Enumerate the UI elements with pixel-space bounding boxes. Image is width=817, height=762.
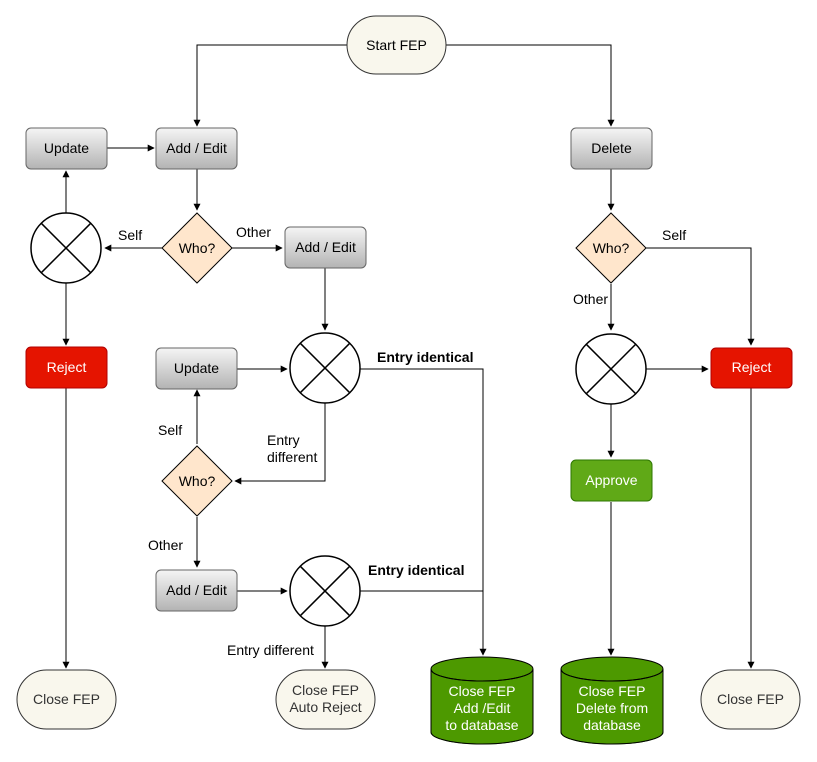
reject-node-left: Reject — [25, 346, 108, 389]
reject-node-right: Reject — [710, 347, 793, 389]
merge-circle-right — [575, 333, 647, 405]
add-edit-top-label: Add / Edit — [166, 140, 227, 156]
who-decision-right: Who? — [575, 212, 647, 284]
middle-self-label: Self — [158, 422, 182, 438]
left-other-label: Other — [236, 224, 271, 240]
db-del-label-3: database — [583, 717, 641, 733]
reject-right-label: Reject — [732, 359, 772, 375]
approve-node: Approve — [570, 459, 653, 502]
start-label: Start FEP — [366, 37, 427, 53]
update-top-label: Update — [44, 140, 89, 156]
db-add-label-1: Close FEP — [449, 683, 516, 699]
who-decision-top: Who? — [161, 212, 233, 284]
add-edit-process-2: Add / Edit — [155, 569, 238, 612]
who-top-label: Who? — [179, 240, 216, 256]
right-other-label: Other — [573, 291, 608, 307]
who-decision-middle: Who? — [161, 445, 233, 517]
merge-circle-middle-1 — [289, 332, 361, 404]
db-add-label-3: to database — [445, 717, 518, 733]
db-add-label-2: Add /Edit — [454, 700, 511, 716]
entry-identical-label-2: Entry identical — [368, 562, 464, 578]
database-add-edit: Close FEP Add /Edit to database — [430, 656, 534, 745]
database-delete: Close FEP Delete from database — [560, 656, 664, 745]
close-fep-right: Close FEP — [700, 669, 801, 730]
close-auto-label-1: Close FEP — [292, 682, 359, 698]
reject-left-label: Reject — [47, 359, 87, 375]
add-edit-2-label: Add / Edit — [166, 582, 227, 598]
middle-other-label: Other — [148, 537, 183, 553]
db-del-label-1: Close FEP — [579, 683, 646, 699]
delete-label: Delete — [591, 140, 632, 156]
update-process-top: Update — [25, 127, 108, 170]
who-right-label: Who? — [593, 240, 630, 256]
entry-different-label-1a: Entry — [267, 432, 300, 448]
db-del-label-2: Delete from — [576, 700, 648, 716]
who-middle-label: Who? — [179, 473, 216, 489]
start-node: Start FEP — [346, 15, 447, 75]
close-left-label: Close FEP — [33, 691, 100, 707]
close-fep-left: Close FEP — [16, 669, 117, 730]
add-edit-process-top: Add / Edit — [155, 127, 238, 170]
close-fep-auto-reject: Close FEP Auto Reject — [275, 669, 376, 730]
entry-different-label-2: Entry different — [227, 642, 314, 658]
update-process-middle: Update — [155, 347, 238, 390]
right-self-label: Self — [662, 227, 686, 243]
entry-identical-label-1: Entry identical — [377, 349, 473, 365]
approve-label: Approve — [585, 472, 637, 488]
entry-different-label-1b: different — [267, 449, 317, 465]
close-right-label: Close FEP — [717, 691, 784, 707]
edge-labels: Self Other Entry identical Self Entry di… — [118, 224, 686, 658]
connectors — [62, 44, 755, 669]
merge-circle-left — [30, 212, 102, 284]
delete-process: Delete — [570, 127, 653, 170]
left-self-label: Self — [118, 227, 142, 243]
close-auto-label-2: Auto Reject — [289, 699, 361, 715]
add-edit-1-label: Add / Edit — [295, 239, 356, 255]
add-edit-process-1: Add / Edit — [284, 226, 367, 269]
update-middle-label: Update — [174, 360, 219, 376]
merge-circle-middle-2 — [289, 555, 361, 627]
